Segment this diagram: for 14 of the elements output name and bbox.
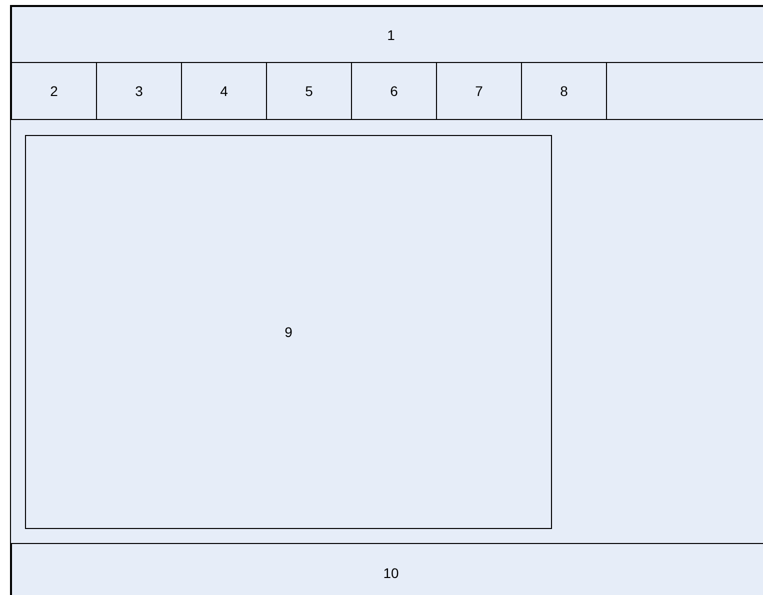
layout-box <box>11 62 97 120</box>
layout-box <box>11 543 763 595</box>
box-label: 2 <box>50 83 58 99</box>
layout-box <box>25 135 552 529</box>
box-label: 1 <box>387 26 395 42</box>
layout-box <box>11 6 763 63</box>
box-label: 6 <box>390 83 398 99</box>
box-label: 5 <box>305 83 313 99</box>
box-label: 8 <box>560 83 568 99</box>
box-label: 7 <box>475 83 483 99</box>
box-label: 10 <box>383 565 399 581</box>
box-label: 4 <box>220 83 228 99</box>
box-label: 9 <box>284 324 292 340</box>
box-label: 3 <box>135 83 143 99</box>
